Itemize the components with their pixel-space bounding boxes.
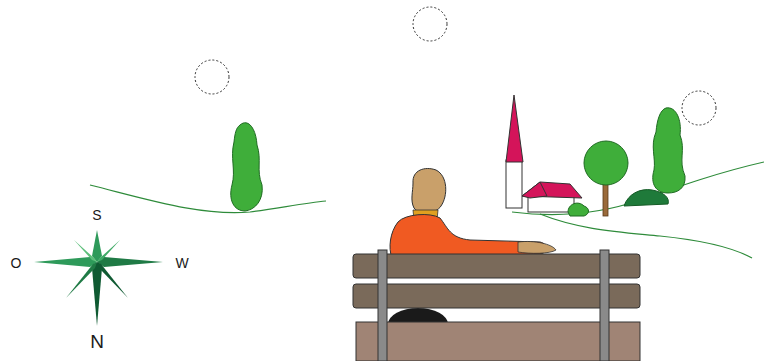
- hill-line: [512, 162, 764, 215]
- bench-seat: [356, 322, 640, 361]
- bush: [568, 203, 589, 216]
- sun-position: [682, 91, 716, 125]
- compass-direction: O: [11, 256, 22, 270]
- house-roof: [522, 182, 547, 198]
- bench-backrest: [353, 254, 640, 278]
- person-head: [412, 169, 446, 214]
- bench-backrest: [353, 284, 640, 308]
- compass-direction: W: [175, 256, 188, 270]
- tree-crown: [584, 141, 628, 185]
- hill-line: [540, 214, 752, 258]
- sun-position: [413, 7, 447, 41]
- cypress-tree: [231, 123, 263, 211]
- church-tower: [506, 160, 522, 208]
- bench-post: [600, 250, 609, 361]
- person-hand: [518, 241, 556, 253]
- compass-direction: N: [90, 332, 104, 351]
- church-spire: [506, 95, 523, 162]
- house-roof: [522, 182, 582, 198]
- sun-position: [195, 60, 229, 94]
- cypress-tree: [653, 108, 685, 193]
- bench-post: [378, 250, 387, 361]
- compass-rose: [34, 230, 163, 326]
- compass-direction: S: [92, 208, 101, 222]
- hill-line: [90, 185, 326, 213]
